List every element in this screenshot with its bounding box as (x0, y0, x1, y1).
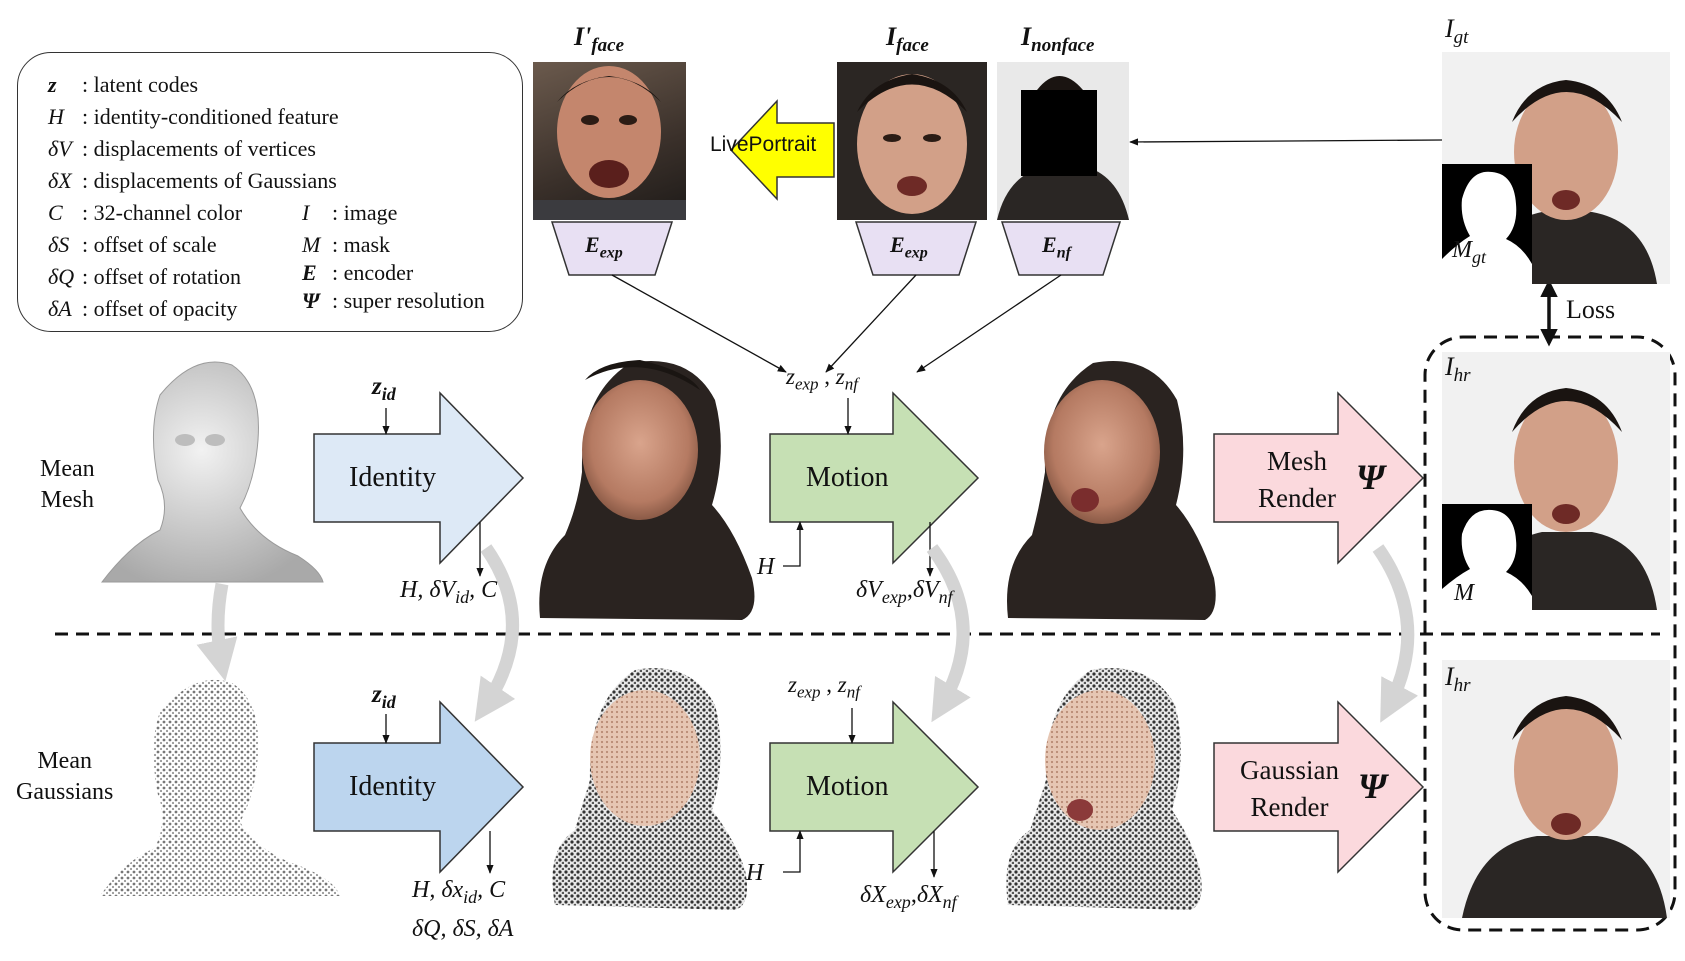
motion-gauss-head (1006, 668, 1202, 910)
label-z-id-gauss: zid (372, 681, 396, 712)
legend-row-h: H: identity-conditioned feature (48, 104, 339, 129)
identity-arrow-mesh (313, 391, 525, 565)
i-nonface-image (997, 62, 1129, 220)
label-i-gt: Igt (1445, 14, 1469, 49)
legend-box: z: latent codes H: identity-conditioned … (17, 52, 523, 332)
label-loss: Loss (1566, 295, 1616, 324)
m-gt-mask-image (1442, 164, 1532, 284)
motion-arrow-mesh (769, 391, 980, 565)
encoder-exp-2 (854, 221, 978, 276)
label-psi-gauss: Ψ (1358, 766, 1387, 806)
label-motion-mesh: Motion (806, 462, 889, 493)
label-i-face: Iface (886, 22, 929, 57)
label-h-in-mesh: H (757, 554, 775, 580)
label-motion-out-gauss: δXexp,δXnf (860, 882, 957, 912)
label-encoder-nf: Enf (1042, 232, 1071, 262)
legend-row-e: E: encoder (302, 260, 414, 285)
label-liveportrait: LivePortrait (710, 133, 817, 156)
label-i-nonface: Inonface (1021, 22, 1095, 57)
label-encoder-exp-1: Eexp (585, 232, 623, 262)
i-hr-gauss-image (1442, 660, 1670, 918)
motion-mesh-head (1007, 360, 1216, 620)
i-face-prime-image (533, 62, 686, 220)
i-gt-image (1442, 52, 1670, 284)
label-motion-out-mesh: δVexp,δVnf (856, 577, 953, 607)
label-i-face-prime: I'face (574, 22, 625, 57)
encoder-nf (1000, 221, 1122, 276)
label-motion-gauss: Motion (806, 771, 889, 802)
label-psi-mesh: Ψ (1356, 457, 1385, 497)
label-i-hr-gauss: Ihr (1445, 662, 1471, 697)
liveportrait-arrow (729, 99, 835, 201)
label-encoder-exp-2: Eexp (890, 232, 928, 262)
mean-mesh-figure (100, 361, 324, 583)
m-mask-image (1442, 504, 1532, 610)
identity-arrow-gauss (313, 700, 525, 874)
label-z-motion-gauss: zexp , znf (788, 672, 860, 702)
legend-row-m: M: mask (302, 232, 391, 257)
legend-row-psi: Ψ: super resolution (302, 288, 485, 313)
encoder-exp-1 (550, 221, 674, 276)
legend-row-dx: δX: displacements of Gaussians (48, 168, 337, 193)
legend-row-c: C: 32-channel color (48, 200, 243, 225)
render-arrow-gauss (1213, 700, 1425, 874)
motion-arrow-gauss (769, 700, 980, 874)
legend-row-dq: δQ: offset of rotation (48, 264, 242, 289)
legend-row-dv: δV: displacements of vertices (48, 136, 316, 161)
label-m-gt: Mgt (1452, 237, 1487, 267)
label-i-hr-mesh: Ihr (1445, 352, 1471, 387)
i-face-image (837, 62, 987, 220)
legend-row-ds: δS: offset of scale (48, 232, 217, 257)
label-h-in-gauss: H (746, 860, 764, 886)
identity-gauss-head (552, 668, 748, 910)
render-arrow-mesh (1213, 391, 1425, 565)
label-z-id-mesh: zid (372, 373, 396, 404)
legend-row-z: z: latent codes (48, 72, 199, 97)
mean-gaussians-figure (100, 679, 340, 896)
label-identity-gauss: Identity (349, 771, 437, 802)
legend-row-i: I: image (302, 200, 398, 225)
label-m: M (1454, 580, 1474, 606)
label-identity-mesh: Identity (349, 462, 437, 493)
label-z-motion-mesh: zexp , znf (786, 364, 858, 394)
i-hr-mesh-image (1442, 352, 1670, 610)
label-identity-out-mesh: H, δVid, C (400, 577, 498, 607)
legend-row-da: δA: offset of opacity (48, 296, 238, 321)
identity-mesh-head (539, 360, 755, 620)
